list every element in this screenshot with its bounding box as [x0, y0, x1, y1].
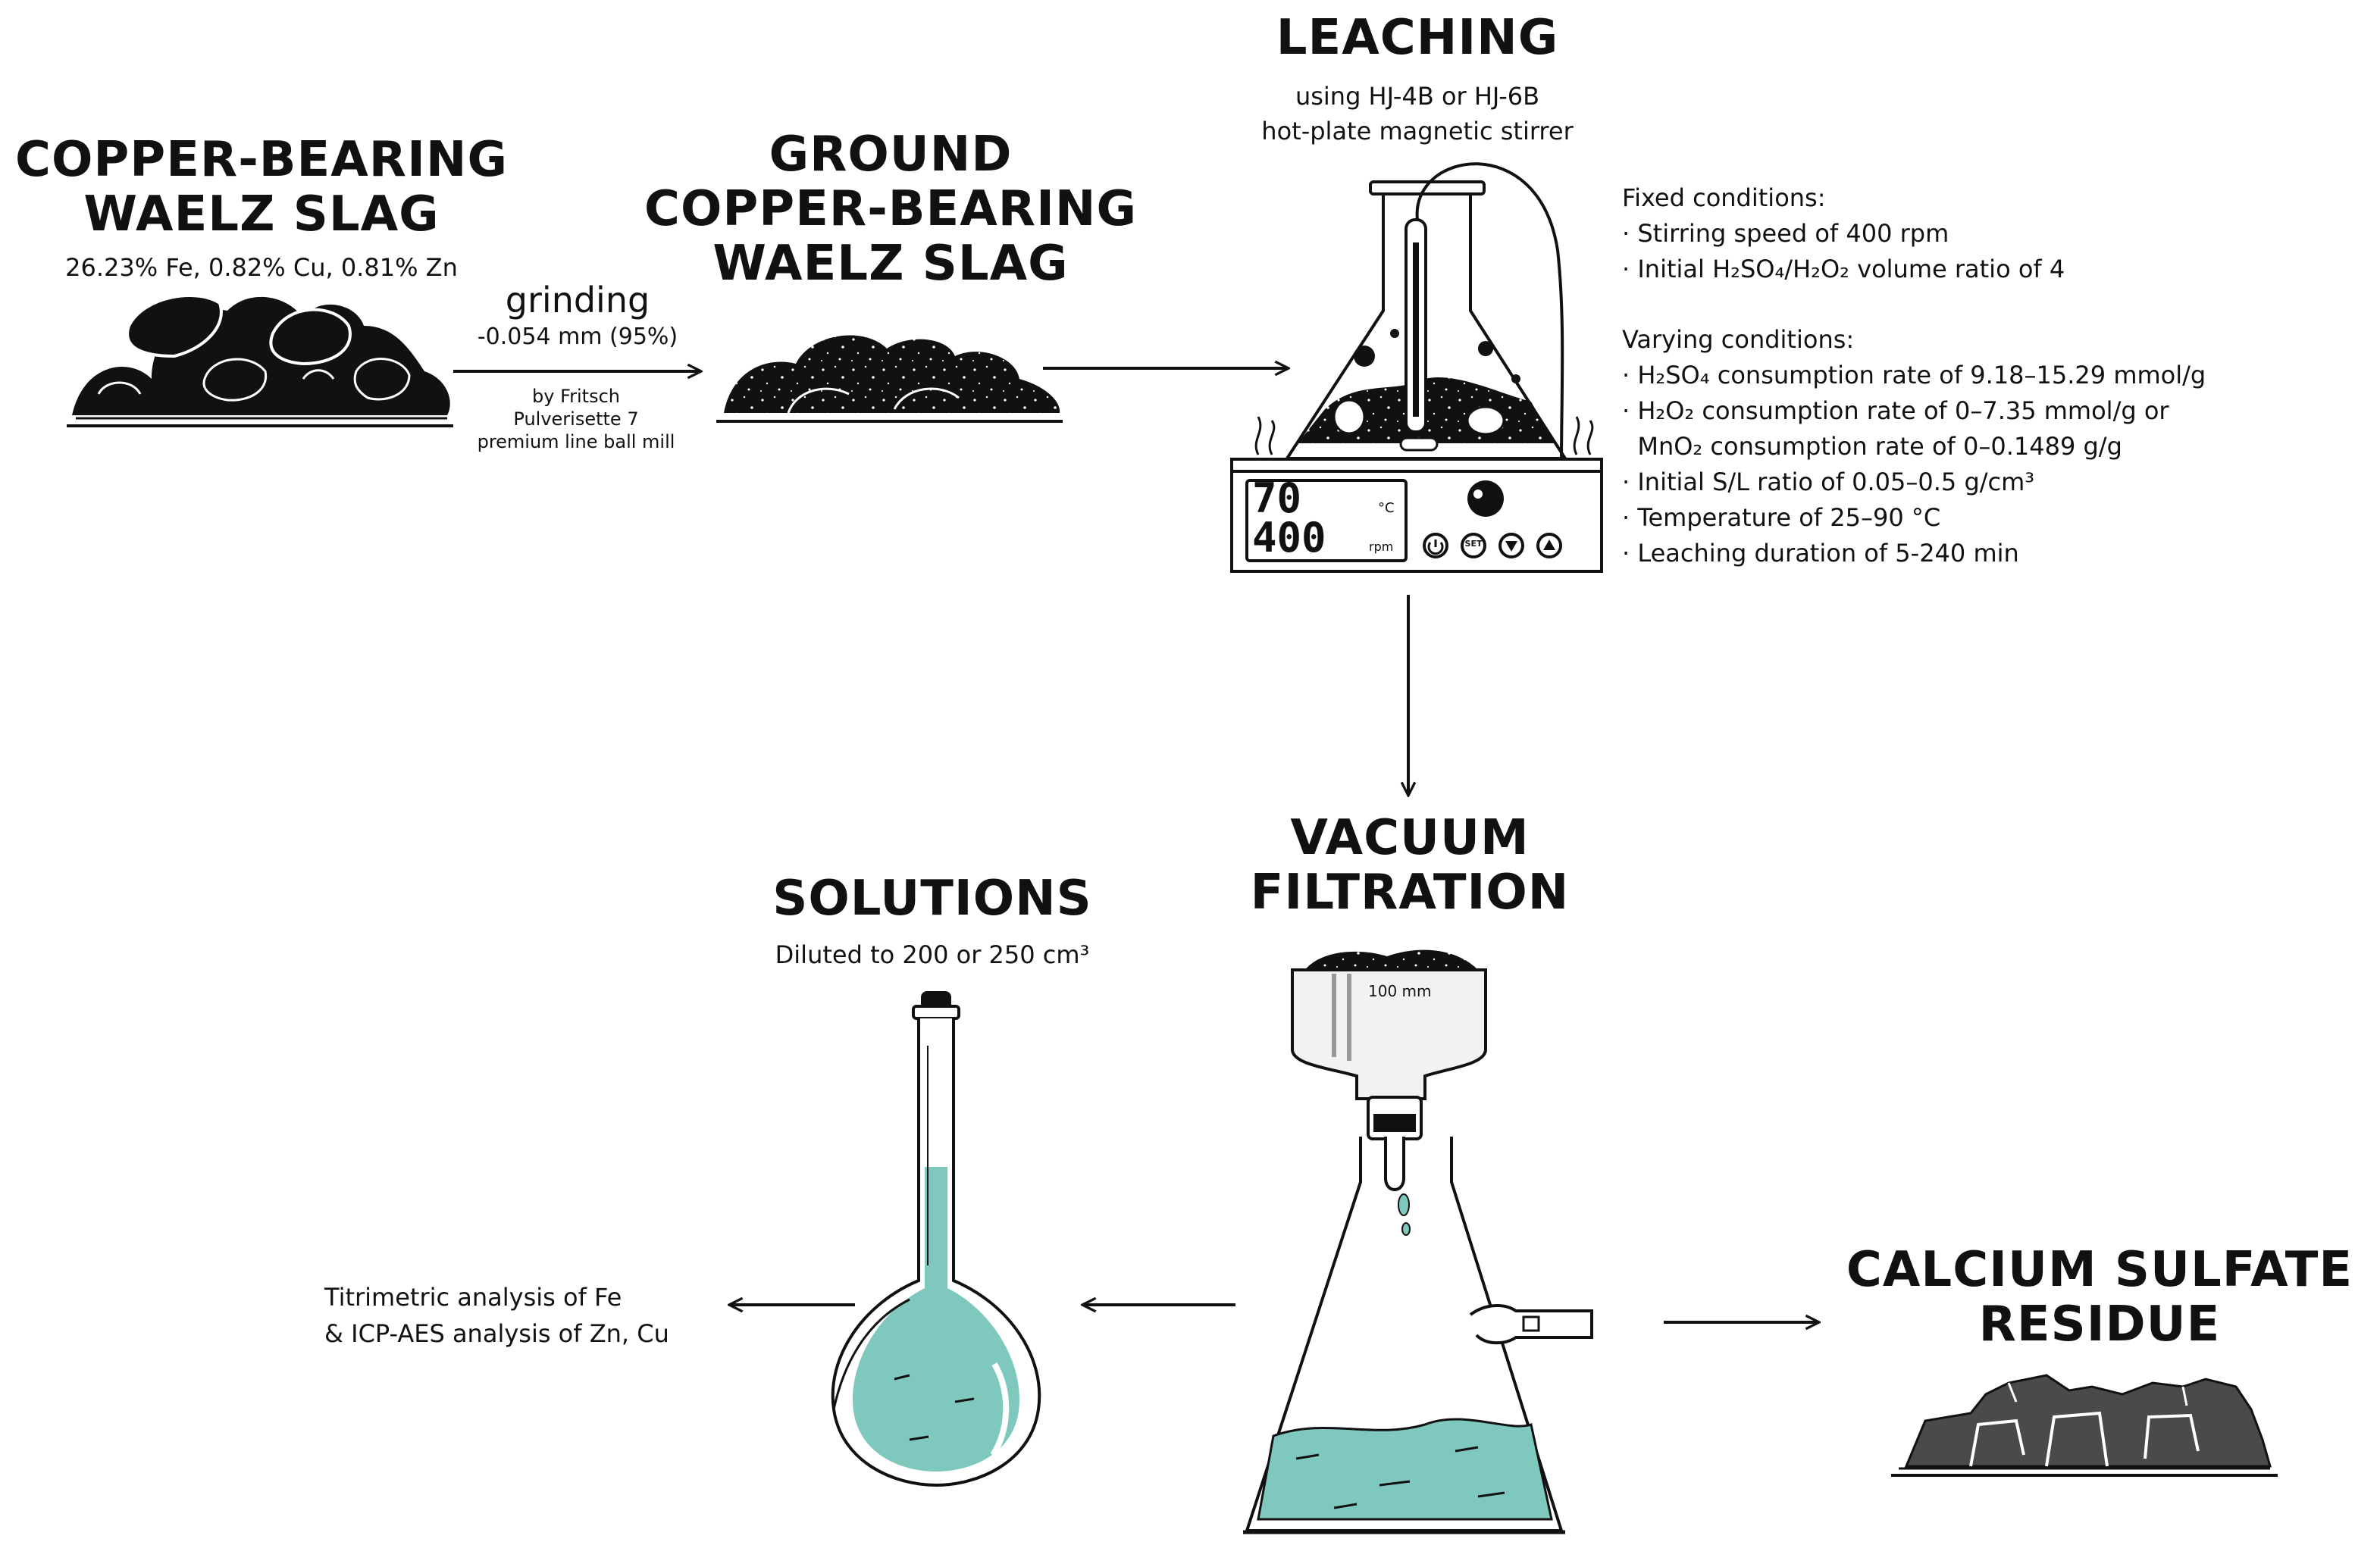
ground-title-line-2: COPPER-BEARING	[644, 181, 1137, 237]
fixed-condition-2: · Initial H₂SO₄/H₂O₂ volume ratio of 4	[1622, 255, 2065, 283]
display-temperature: 70	[1252, 474, 1302, 522]
ground-title-line-1: GROUND	[769, 127, 1013, 183]
hot-plate-stirrer-icon	[1230, 162, 1603, 573]
conditions-panel: Fixed conditions: · Stirring speed of 40…	[1622, 180, 2206, 571]
analysis-text: Titrimetric analysis of Fe & ICP-AES ana…	[324, 1279, 669, 1352]
varying-conditions-title: Varying conditions:	[1622, 325, 1855, 354]
fixed-conditions-title: Fixed conditions:	[1622, 183, 1826, 212]
fixed-condition-1: · Stirring speed of 400 rpm	[1622, 219, 1949, 248]
grinding-equipment: by Fritsch Pulverisette 7 premium line b…	[455, 385, 697, 453]
filtration-title: VACUUM FILTRATION	[1205, 811, 1614, 920]
analysis-line-1: Titrimetric analysis of Fe	[324, 1283, 622, 1312]
filtration-title-line-2: FILTRATION	[1250, 865, 1570, 921]
filtration-title-line-1: VACUUM	[1290, 810, 1530, 866]
residue-title-line-1: CALCIUM SULFATE	[1846, 1242, 2353, 1298]
varying-condition-1: · H₂SO₄ consumption rate of 9.18–15.29 m…	[1622, 361, 2206, 389]
solutions-subtitle: Diluted to 200 or 250 cm³	[775, 940, 1090, 969]
varying-condition-6: · Leaching duration of 5-240 min	[1622, 539, 2019, 568]
residue-title-line-2: RESIDUE	[1978, 1296, 2221, 1353]
slag-title-line-1: COPPER-BEARING	[15, 132, 508, 188]
display-speed: 400	[1252, 514, 1326, 561]
leaching-subtitle-line-2: hot-plate magnetic stirrer	[1261, 117, 1574, 145]
residue-title: CALCIUM SULFATE RESIDUE	[1834, 1243, 2365, 1352]
vacuum-filtration-icon	[1243, 949, 1593, 1534]
grinding-equipment-line-3: premium line ball mill	[477, 431, 675, 452]
grinding-label: grinding	[505, 280, 650, 321]
stirrer-set-button: SET	[1464, 539, 1483, 549]
leaching-subtitle-line-1: using HJ-4B or HJ-6B	[1295, 82, 1540, 111]
solutions-title: SOLUTIONS	[772, 871, 1092, 927]
raw-slag-pile-icon	[67, 294, 453, 427]
slag-title: COPPER-BEARING WAELZ SLAG	[15, 133, 508, 242]
residue-pile-icon	[1891, 1374, 2278, 1477]
conditions-spacer	[1622, 287, 2206, 322]
slag-composition: 26.23% Fe, 0.82% Cu, 0.81% Zn	[65, 253, 458, 282]
ground-title-line-3: WAELZ SLAG	[712, 236, 1069, 292]
varying-condition-4: · Initial S/L ratio of 0.05–0.5 g/cm³	[1622, 468, 2035, 496]
grinding-equipment-line-1: by Fritsch	[532, 386, 620, 407]
leaching-subtitle: using HJ-4B or HJ-6B hot-plate magnetic …	[1182, 79, 1652, 149]
varying-condition-2: · H₂O₂ consumption rate of 0–7.35 mmol/g…	[1622, 396, 2169, 425]
varying-condition-3: MnO₂ consumption rate of 0–0.1489 g/g	[1622, 432, 2122, 461]
ground-slag-pile-icon	[716, 335, 1063, 423]
ground-title: GROUND COPPER-BEARING WAELZ SLAG	[637, 127, 1145, 291]
leaching-title: LEACHING	[1276, 10, 1559, 66]
funnel-size-label: 100 mm	[1368, 982, 1432, 1000]
display-speed-unit: rpm	[1369, 540, 1394, 554]
varying-condition-5: · Temperature of 25–90 °C	[1622, 503, 1941, 532]
analysis-line-2: & ICP-AES analysis of Zn, Cu	[324, 1319, 669, 1348]
volumetric-flask-icon	[831, 991, 1041, 1487]
slag-title-line-2: WAELZ SLAG	[83, 186, 440, 242]
grinding-equipment-line-2: Pulverisette 7	[513, 408, 639, 430]
grinding-size: -0.054 mm (95%)	[477, 324, 678, 350]
display-temperature-unit: °C	[1378, 500, 1395, 516]
